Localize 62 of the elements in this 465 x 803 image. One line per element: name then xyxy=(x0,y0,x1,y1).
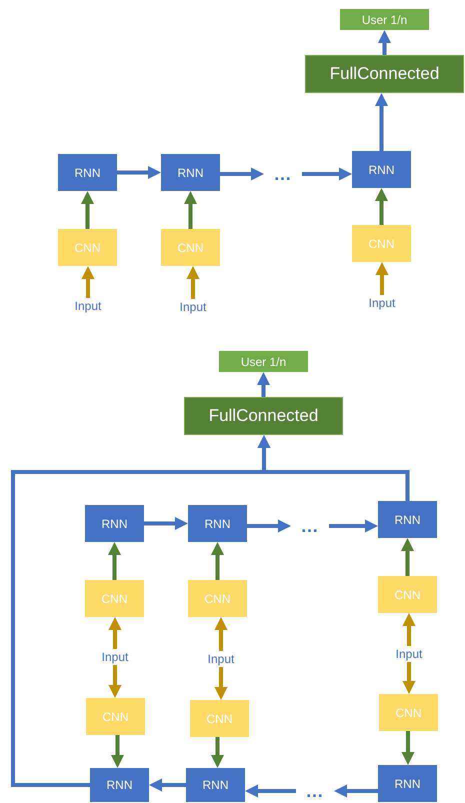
input-label: Input xyxy=(66,298,110,314)
arrow xyxy=(376,262,388,295)
arrow xyxy=(108,542,121,580)
arrow xyxy=(220,168,264,180)
cnn-box: CNN xyxy=(352,225,411,262)
arrow xyxy=(378,30,391,55)
ellipsis: … xyxy=(296,781,334,801)
cnn-box: CNN xyxy=(188,580,247,617)
arrow xyxy=(186,266,200,299)
rnn-box: RNN xyxy=(85,505,144,542)
rnn-box: RNN xyxy=(90,768,149,802)
arrow xyxy=(402,731,414,765)
output-box: User 1/n xyxy=(219,351,308,372)
cnn-box: CNN xyxy=(58,229,117,266)
arrow xyxy=(214,617,228,651)
arrow xyxy=(257,372,270,397)
arrow xyxy=(117,166,161,179)
rnn-box: RNN xyxy=(58,154,117,191)
arrow xyxy=(108,665,122,698)
cnn-box: CNN xyxy=(379,694,438,731)
rnn-box: RNN xyxy=(352,151,411,188)
input-label: Input xyxy=(199,651,243,667)
arrow xyxy=(81,191,94,229)
arrow xyxy=(402,613,416,646)
arrow xyxy=(402,662,416,694)
cnn-box: CNN xyxy=(86,698,145,735)
arrow xyxy=(184,191,197,229)
cnn-box: CNN xyxy=(190,700,249,737)
arrow xyxy=(211,737,224,768)
arrow xyxy=(375,93,388,151)
arrow xyxy=(302,168,352,180)
arrow xyxy=(329,520,378,532)
rnn-box: RNN xyxy=(378,765,437,802)
arrow xyxy=(401,538,414,576)
rnn-box: RNN xyxy=(378,501,437,538)
arrow xyxy=(247,520,291,532)
input-label: Input xyxy=(387,646,431,662)
fully-connected-box: FullConnected xyxy=(305,55,464,93)
arrow xyxy=(258,435,410,501)
rnn-box: RNN xyxy=(188,505,247,542)
arrow xyxy=(108,617,122,649)
arrow xyxy=(214,667,228,700)
input-label: Input xyxy=(93,649,137,665)
ellipsis: … xyxy=(291,516,329,536)
arrow xyxy=(144,517,188,530)
rnn-box: RNN xyxy=(186,768,245,802)
output-box: User 1/n xyxy=(340,9,429,30)
ellipsis: … xyxy=(264,164,302,184)
arrow xyxy=(111,735,124,768)
cnn-box: CNN xyxy=(85,580,144,617)
rnn-box: RNN xyxy=(161,154,220,191)
cnn-box: CNN xyxy=(378,576,437,613)
arrow xyxy=(149,778,186,792)
arrow xyxy=(211,542,224,580)
arrow xyxy=(245,784,296,798)
arrow xyxy=(375,188,388,225)
arrow xyxy=(82,266,94,298)
input-label: Input xyxy=(171,299,215,315)
arrow xyxy=(334,784,378,798)
cnn-box: CNN xyxy=(161,229,220,266)
fully-connected-box: FullConnected xyxy=(184,397,343,435)
input-label: Input xyxy=(360,295,404,311)
